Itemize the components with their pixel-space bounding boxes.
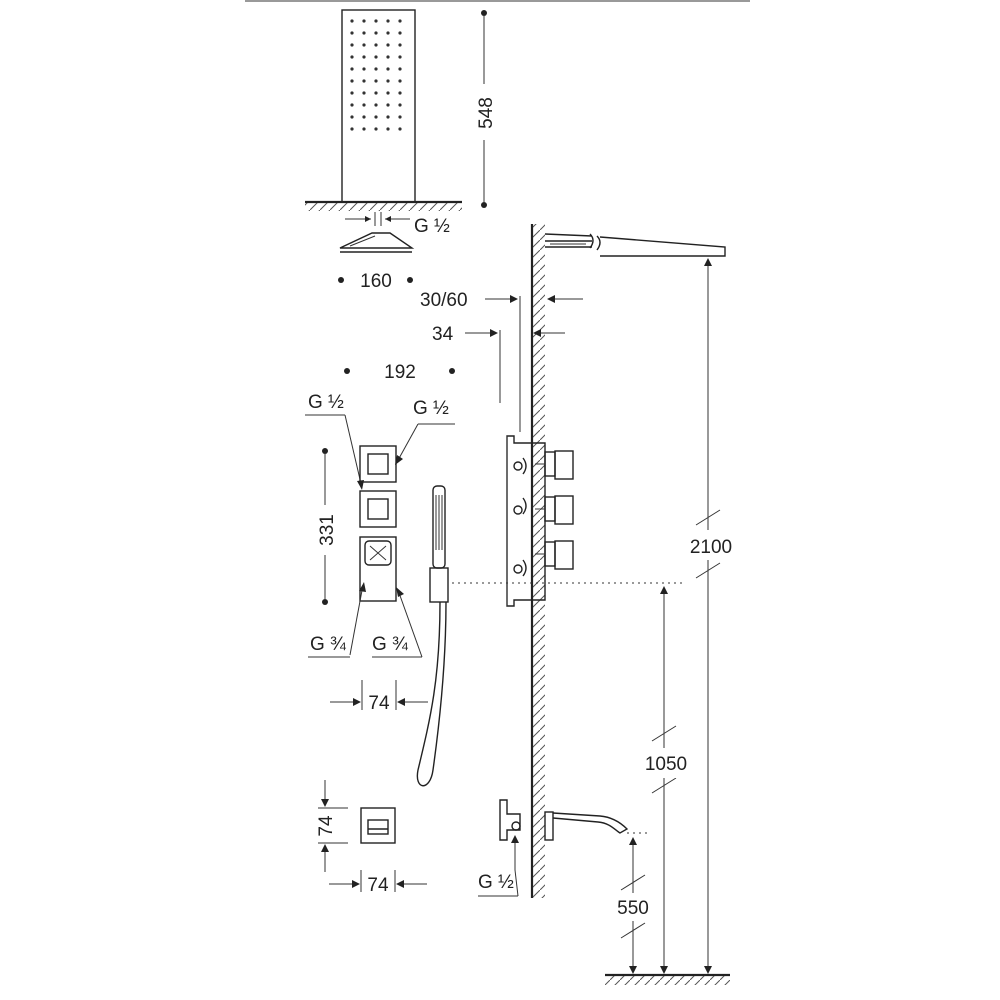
floor [605, 973, 730, 985]
panel-bottom-view [339, 232, 415, 253]
dim-1050: 1050 [634, 586, 694, 974]
shower-panel [305, 9, 462, 211]
spout-thread-label: G ½ [478, 872, 514, 893]
rain-shower [544, 233, 726, 257]
valve-side-view [506, 435, 574, 607]
dim-1050-label: 1050 [645, 754, 687, 775]
wall [530, 224, 545, 898]
hand-shower [416, 485, 449, 787]
dim-74-outlet-width-label: 74 [367, 875, 389, 896]
dim-331: 331 [317, 448, 338, 605]
outlet [360, 807, 396, 844]
panel-nozzles [349, 18, 409, 138]
dim-548: 548 [476, 10, 497, 208]
dim-74-handshower: 74 [330, 680, 428, 714]
valve-front-view [359, 445, 397, 602]
panel-floor-hatch [305, 203, 462, 211]
dim-550-label: 550 [617, 898, 649, 919]
dim-74-outlet-height: 74 [316, 780, 348, 872]
dim-30-60-label: 30/60 [420, 290, 468, 311]
spout [499, 799, 650, 841]
thread-top-right-label: G ½ [413, 398, 449, 419]
dim-34: 34 [432, 324, 565, 403]
dim-550: 550 [608, 837, 660, 974]
dim-192-label: 192 [384, 362, 416, 383]
dim-160-label: 160 [360, 271, 392, 292]
dim-548-label: 548 [476, 97, 497, 129]
dim-192: 192 [344, 362, 455, 383]
dim-34-label: 34 [432, 324, 454, 345]
floor-hatch [605, 976, 730, 985]
dim-74-outlet-width: 74 [329, 870, 427, 896]
thread-bottom-left-label: G ¾ [310, 634, 347, 655]
dim-74-outlet-height-label: 74 [316, 815, 337, 837]
wall-hatch [533, 224, 545, 898]
thread-bottom-right-label: G ¾ [372, 634, 409, 655]
dim-2100: 2100 [680, 258, 740, 974]
panel-thread-label: G ½ [414, 216, 450, 237]
thread-callouts-top: G ½ G ½ [305, 392, 455, 490]
dim-30-60: 30/60 [420, 290, 583, 432]
dim-2100-label: 2100 [690, 537, 732, 558]
dim-160: 160 [338, 271, 413, 292]
dim-331-label: 331 [317, 514, 338, 546]
dim-74-handshower-label: 74 [368, 693, 390, 714]
thread-callouts-bottom: G ¾ G ¾ [308, 582, 423, 658]
panel-thread: G ½ [345, 212, 450, 237]
thread-top-left-label: G ½ [308, 392, 344, 413]
spout-thread: G ½ [478, 835, 519, 897]
